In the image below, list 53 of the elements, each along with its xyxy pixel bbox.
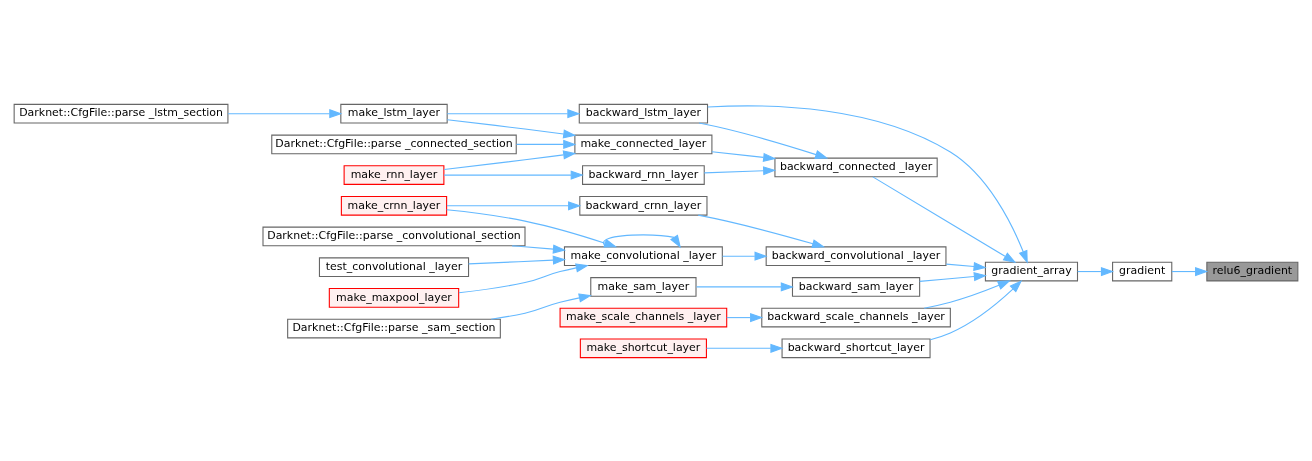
node-box: make_maxpool_layer <box>328 287 460 308</box>
node-box: gradient_array <box>984 261 1079 281</box>
arrow <box>446 108 581 118</box>
node-box: make_rnn_layer <box>343 164 445 185</box>
arrow <box>511 243 567 254</box>
arrow <box>703 165 777 175</box>
node-box: backward_sam_layer <box>791 276 921 297</box>
arrow <box>1171 266 1209 276</box>
node-box: make_convolutional _layer <box>563 245 723 266</box>
node-box: make_connected_layer <box>574 134 713 154</box>
node-box: backward_scale_channels _layer <box>761 307 951 327</box>
arrow <box>516 139 577 149</box>
node-box: backward_lstm_layer <box>578 103 709 124</box>
arrow <box>227 108 343 118</box>
node-box: make_lstm_layer <box>340 103 448 124</box>
arrow <box>923 279 1011 309</box>
node-box: gradient <box>1112 261 1173 281</box>
arrow <box>468 255 566 265</box>
arrow <box>446 200 582 210</box>
arrow <box>726 312 764 322</box>
arrow <box>603 233 681 248</box>
arrow <box>945 261 987 271</box>
node-box: Darknet::CfgFile::parse _sam_section <box>287 318 501 338</box>
node-box: relu6_gradient <box>1206 261 1299 281</box>
node-box: backward_convolutional _layer <box>765 245 947 266</box>
arrow <box>443 170 584 180</box>
node-box: backward_rnn_layer <box>582 164 705 185</box>
node-box: make_crnn_layer <box>340 195 448 216</box>
node-box: make_shortcut_layer <box>579 337 707 358</box>
arrow <box>446 208 618 248</box>
node-box: backward_crnn_layer <box>579 195 708 216</box>
node-box: test_convolutional _layer <box>318 256 470 277</box>
arrow <box>1077 266 1115 276</box>
arrow <box>697 214 826 248</box>
node-box: Darknet::CfgFile::parse _connected_section <box>271 134 517 154</box>
arrow <box>458 262 589 293</box>
arrow <box>711 150 777 162</box>
node-box: Darknet::CfgFile::parse _convolutional_section <box>262 226 526 246</box>
node-box: backward_shortcut_layer <box>781 337 931 358</box>
arrow <box>698 122 829 159</box>
arrow <box>929 279 1023 340</box>
arrow <box>695 281 794 291</box>
arrow <box>490 292 592 320</box>
arrow <box>919 271 987 282</box>
arrow <box>722 251 768 261</box>
arrow <box>443 149 577 170</box>
node-box: Darknet::CfgFile::parse _lstm_section <box>13 103 229 124</box>
arrow <box>705 343 784 353</box>
node-box: make_scale_channels _layer <box>559 307 728 327</box>
node-box: backward_connected _layer <box>774 157 938 177</box>
arrow <box>872 175 1017 263</box>
node-box: make_sam_layer <box>590 276 697 297</box>
arrow <box>446 118 577 138</box>
